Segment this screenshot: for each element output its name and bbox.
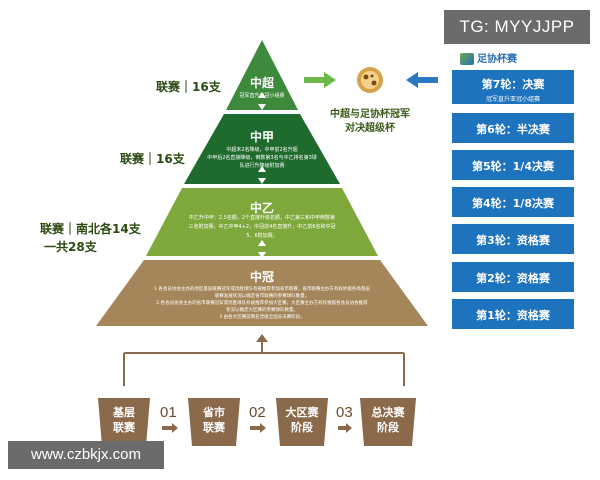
stage-shape-2	[188, 398, 240, 446]
stage-finals: 总决赛阶段	[371, 406, 405, 434]
stage-regional: 大区赛阶段	[285, 406, 319, 434]
tier-cs-desc: 冠军直升亚冠小组赛	[239, 93, 285, 99]
tier-cs-shape	[226, 40, 298, 110]
tier-cl2-shape	[146, 188, 378, 256]
tier-cl2-desc: 中乙升中甲：2.5名额，2个直接升级名额，中乙第三和中甲倒数第 三名附加赛，中乙…	[188, 215, 336, 239]
round-5: 第5轮：1/4决赛	[452, 150, 574, 180]
arrow-left-blue	[406, 72, 438, 88]
stage-number-01: 01	[160, 404, 177, 421]
stage-provincial: 省市联赛	[203, 406, 225, 434]
arrow-right-green	[304, 72, 336, 88]
tier-cs-title: 中超	[249, 76, 274, 90]
round-4: 第4轮：1/8决赛	[452, 187, 574, 217]
fa-cup-brand: 足协杯赛	[460, 50, 517, 65]
stage-shape-1	[98, 398, 150, 446]
tier-cl1-shape	[184, 114, 340, 184]
round-6: 第6轮：半决赛	[452, 113, 574, 143]
tier-exchange-arrows	[258, 92, 266, 258]
stage-number-03: 03	[336, 404, 353, 421]
league-label-cs: 联赛｜16支	[156, 80, 221, 94]
tier-cl1-title: 中甲	[249, 130, 274, 144]
stage-number-02: 02	[249, 404, 266, 421]
stage-shape-3	[276, 398, 328, 446]
league-label-cl2-line2: 一共28支	[44, 240, 97, 254]
top-tag: TG: MYYJJPP	[444, 10, 590, 44]
round-1: 第1轮：资格赛	[452, 299, 574, 329]
trophy-icon	[357, 67, 383, 93]
tier-cl2-title: 中乙	[249, 201, 274, 215]
tier-cm-shape	[96, 260, 428, 326]
league-label-cl1: 联赛｜16支	[120, 152, 185, 166]
super-cup-text: 中超与足协杯冠军 对决超级杯	[330, 109, 410, 134]
stage-shape-4	[360, 398, 416, 446]
stage-grassroots: 基层联赛	[113, 406, 135, 434]
fa-cup-logo-icon	[460, 53, 474, 65]
bracket-arrow-up	[256, 334, 268, 342]
round-3: 第3轮：资格赛	[452, 224, 574, 254]
round-7: 第7轮：决赛 冠军直升亚冠小组赛	[452, 70, 574, 104]
stage-arrows	[162, 423, 352, 433]
tier-cl1-desc: 中超末2名降级，中甲前2名升超 中甲后2名直接降级，倒数第3名与中乙排名第3球 …	[207, 147, 317, 169]
site-watermark: www.czbkjx.com	[8, 441, 164, 469]
league-label-cl2-line1: 联赛｜南北各14支	[40, 222, 141, 236]
tier-cm-title: 中冠	[249, 270, 274, 284]
round-2: 第2轮：资格赛	[452, 262, 574, 292]
stages-bracket	[123, 340, 405, 386]
tier-cm-desc: 1 各会员协会主办的地区基层联赛冠军或优胜球队有被推荐参加省市联赛，省市联赛主办…	[154, 287, 370, 320]
